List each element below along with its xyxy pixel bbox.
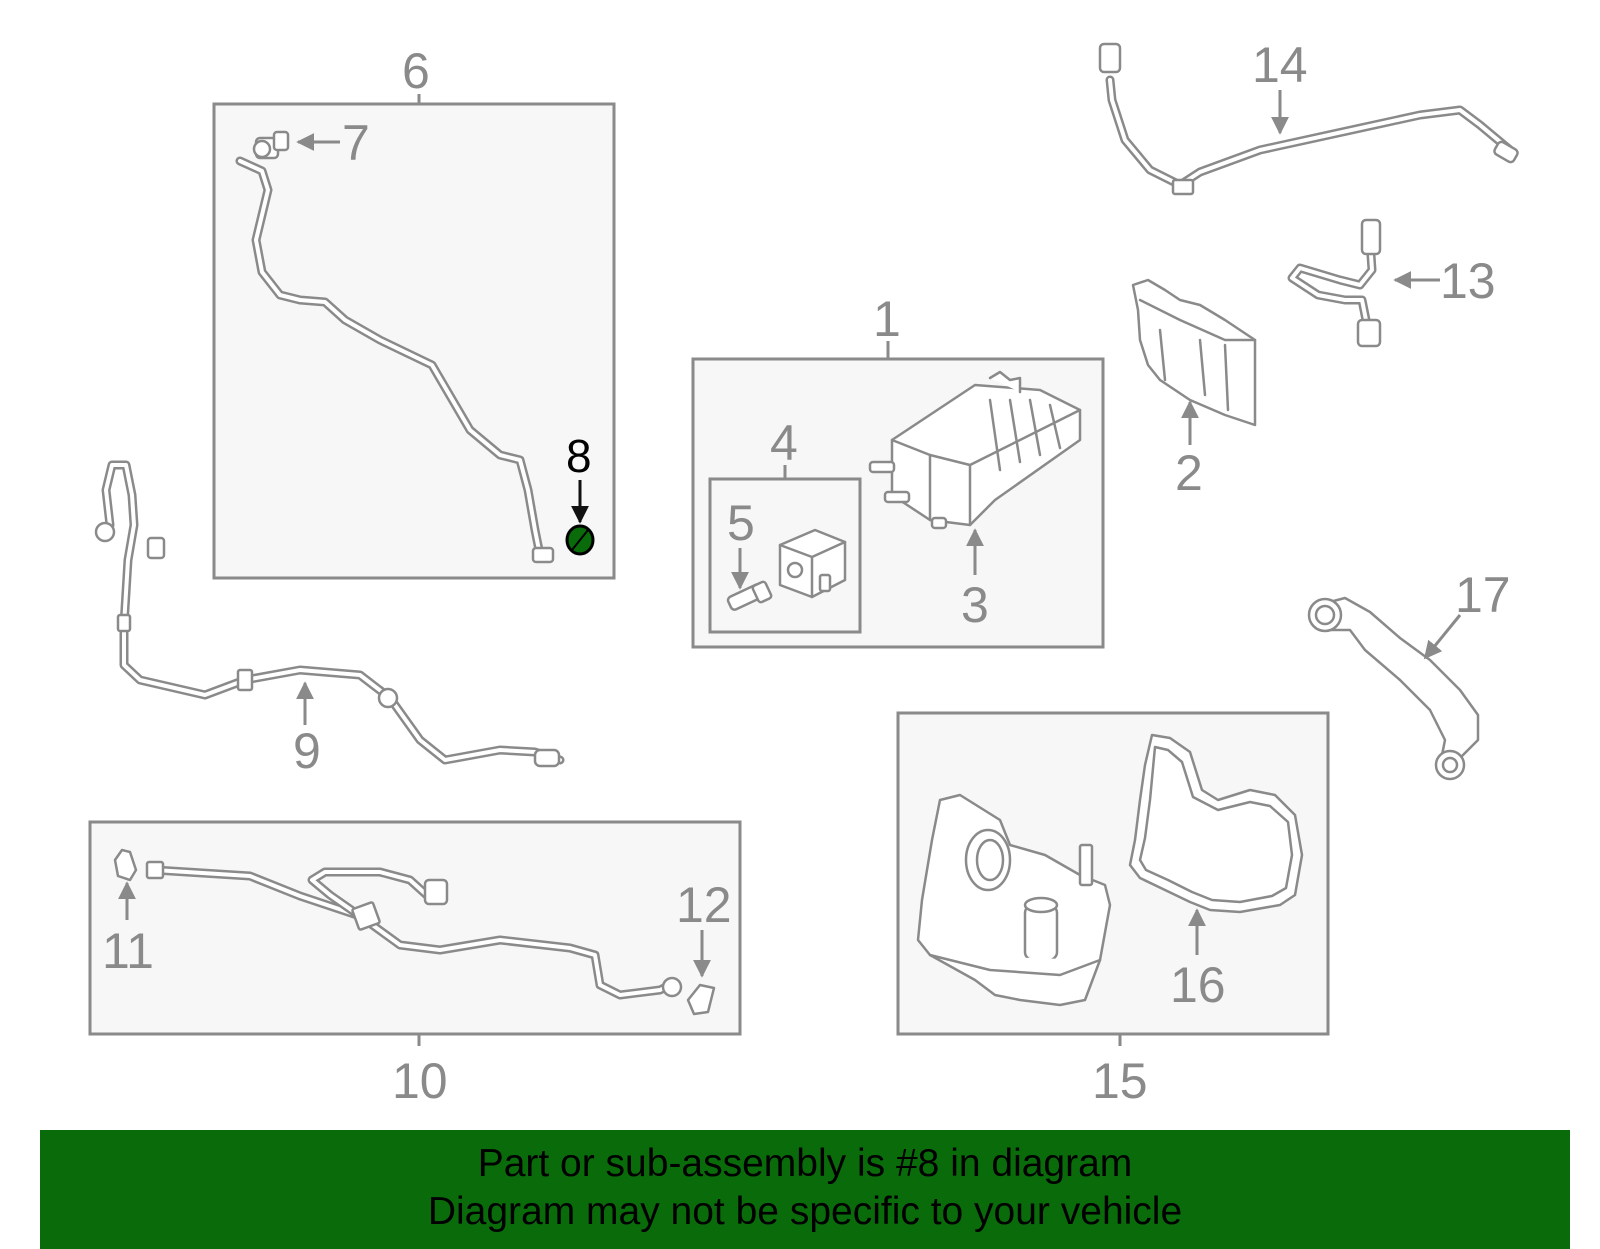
callout-16[interactable]: 16 xyxy=(1170,957,1226,1013)
callout-11[interactable]: 11 xyxy=(102,923,154,979)
part-5-fitting[interactable] xyxy=(726,580,773,611)
callout-17[interactable]: 17 xyxy=(1455,567,1511,623)
part-12-clip[interactable] xyxy=(686,983,716,1016)
part-11-clip[interactable] xyxy=(113,848,138,882)
callout-8[interactable]: 8 xyxy=(566,430,592,482)
purge-tube[interactable] xyxy=(235,156,555,564)
info-banner: Part or sub-assembly is #8 in diagram Di… xyxy=(40,1130,1570,1249)
group-10-box: 10 xyxy=(88,820,742,1109)
callout-3[interactable]: 3 xyxy=(961,577,989,633)
callout-14[interactable]: 14 xyxy=(1252,37,1308,93)
callout-7[interactable]: 7 xyxy=(342,115,370,171)
callout-15[interactable]: 15 xyxy=(1092,1053,1148,1109)
part-9-tube[interactable] xyxy=(94,460,565,768)
part-8-highlighted[interactable] xyxy=(565,524,595,556)
banner-line-2: Diagram may not be specific to your vehi… xyxy=(427,1190,1183,1233)
callout-10[interactable]: 10 xyxy=(392,1053,448,1109)
part-17-hose[interactable] xyxy=(1307,596,1480,781)
callout-9[interactable]: 9 xyxy=(293,723,321,779)
part-13-sensor[interactable] xyxy=(1287,218,1382,348)
part-10-tube[interactable] xyxy=(145,860,683,1000)
callout-4[interactable]: 4 xyxy=(770,415,798,471)
banner-line-1: Part or sub-assembly is #8 in diagram xyxy=(477,1142,1133,1185)
group-6-box: 6 xyxy=(212,43,616,580)
part-15-housing[interactable] xyxy=(916,793,1112,1007)
callout-1[interactable]: 1 xyxy=(873,291,901,347)
part-16-gasket[interactable] xyxy=(1128,733,1304,914)
part-7-connector[interactable] xyxy=(252,130,290,160)
part-14-wire[interactable] xyxy=(1098,42,1519,196)
part-3-canister[interactable] xyxy=(868,370,1082,530)
callout-13[interactable]: 13 xyxy=(1440,253,1496,309)
callout-6[interactable]: 6 xyxy=(402,43,430,99)
callout-12[interactable]: 12 xyxy=(676,877,732,933)
part-4-valve[interactable] xyxy=(778,528,847,599)
part-2-shield[interactable] xyxy=(1131,278,1257,427)
callout-5[interactable]: 5 xyxy=(727,495,755,551)
callout-2[interactable]: 2 xyxy=(1175,445,1203,501)
